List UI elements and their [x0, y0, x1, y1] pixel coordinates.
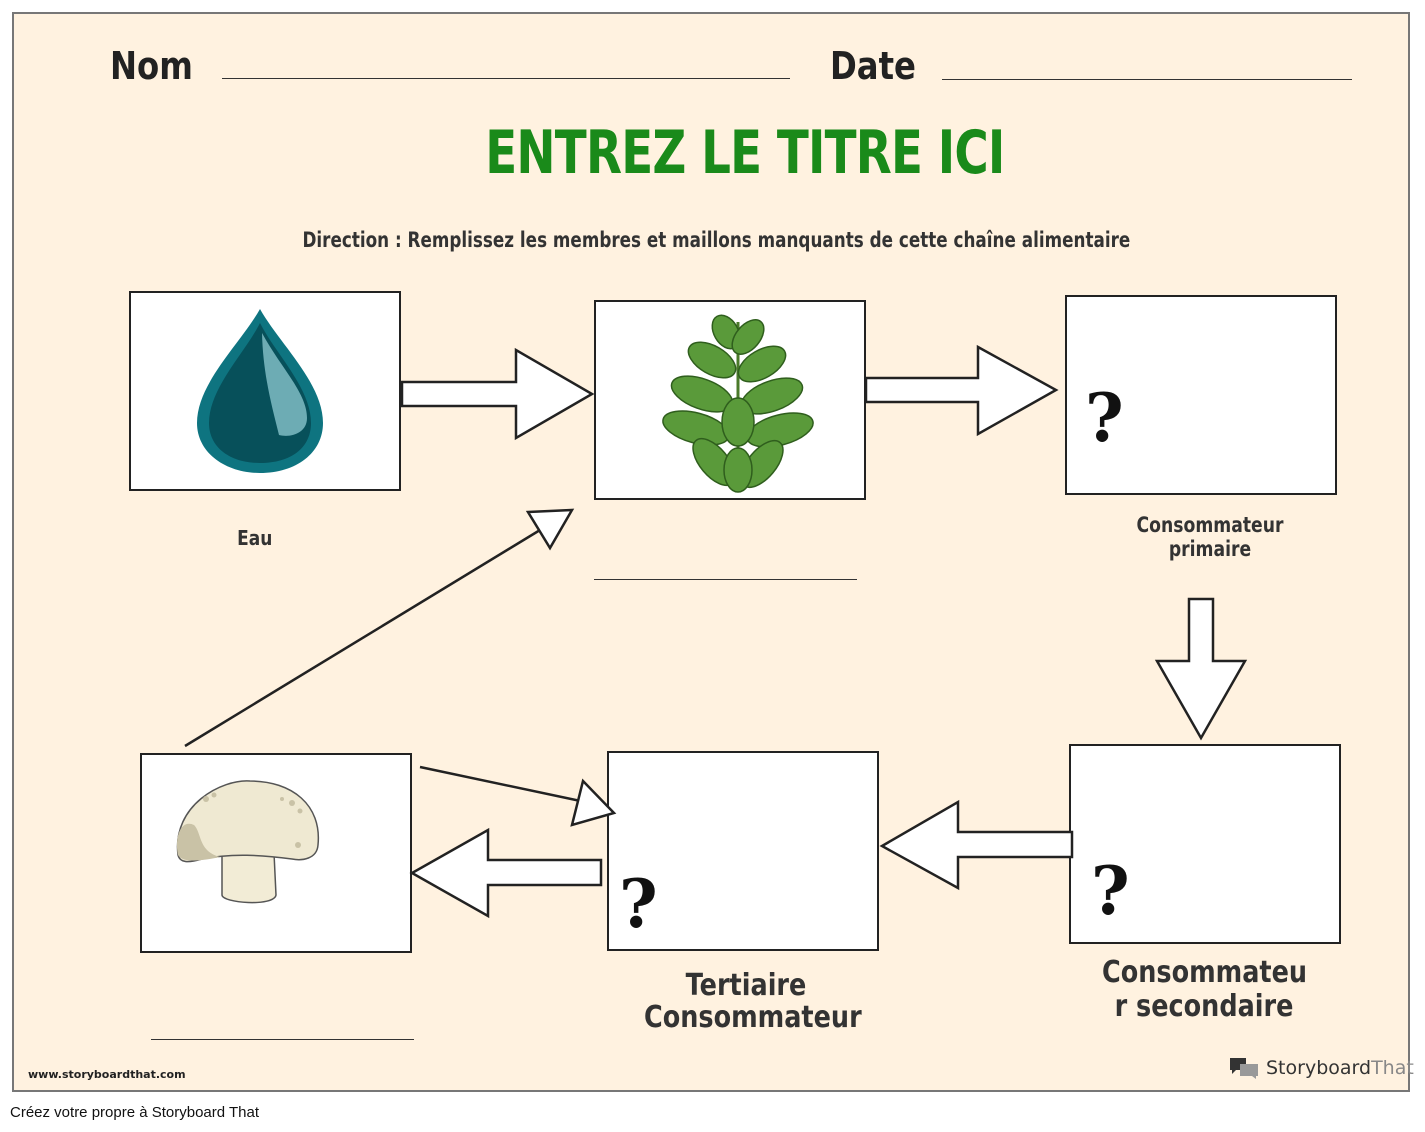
speech-bubbles-icon: [1230, 1058, 1258, 1079]
question-mark-icon: ?: [1085, 379, 1124, 457]
secondary-consumer-caption-line2: r secondaire: [1114, 989, 1294, 1024]
decomposer-card: [140, 753, 412, 953]
arrow-decomposer-to-tertiary-head: [570, 778, 617, 827]
primary-consumer-caption-line2: primaire: [1168, 537, 1252, 561]
water-caption: Eau: [205, 526, 305, 550]
name-field[interactable]: [222, 78, 790, 79]
brand-text: StoryboardThat: [1266, 1057, 1414, 1079]
direction-text-content: Direction : Remplissez les membres et ma…: [302, 228, 1130, 252]
arrow-decomposer-to-plant-head: [525, 508, 575, 551]
plant-answer-line[interactable]: [594, 579, 857, 580]
primary-consumer-caption: Consommateur primaire: [1110, 513, 1310, 561]
arrow-decomposer-to-tertiary-line: [419, 765, 591, 805]
question-mark-icon: ?: [619, 865, 658, 943]
plant-card: [594, 300, 866, 500]
date-field[interactable]: [942, 79, 1352, 80]
tertiary-consumer-caption-line2: Consommateur: [644, 1000, 862, 1035]
tertiary-consumer-caption-line1: Tertiaire: [685, 968, 807, 1003]
arrow-water-to-plant: [400, 347, 595, 441]
page-title-text: ENTREZ LE TITRE ICI: [485, 118, 1005, 188]
secondary-consumer-caption-line1: Consommateu: [1102, 955, 1308, 990]
direction-text: Direction : Remplissez les membres et ma…: [0, 228, 1425, 252]
arrow-tertiary-to-decomposer: [409, 827, 603, 919]
brand-that: That: [1371, 1057, 1414, 1079]
tertiary-consumer-caption: Tertiaire Consommateur: [626, 970, 866, 1034]
mushroom-icon: [176, 780, 320, 904]
primary-consumer-caption-line1: Consommateur: [1136, 513, 1284, 537]
decomposer-answer-line[interactable]: [151, 1039, 414, 1040]
storyboardthat-logo[interactable]: StoryboardThat: [1228, 1056, 1414, 1080]
secondary-consumer-caption: Consommateu r secondaire: [1084, 956, 1324, 1024]
water-caption-text: Eau: [237, 526, 273, 550]
arrow-secondary-to-tertiary: [879, 799, 1074, 891]
primary-consumer-card[interactable]: ?: [1065, 295, 1337, 495]
name-label: Nom: [110, 44, 193, 88]
arrow-decomposer-to-plant-line: [184, 525, 546, 748]
water-card: [129, 291, 401, 491]
water-drop-icon: [197, 309, 323, 473]
page-title: ENTREZ LE TITRE ICI: [0, 118, 1425, 188]
secondary-consumer-card[interactable]: ?: [1069, 744, 1341, 944]
date-label: Date: [830, 44, 916, 88]
arrow-plant-to-primary: [864, 344, 1059, 437]
plant-leaves-icon: [662, 314, 814, 493]
tertiary-consumer-card[interactable]: ?: [607, 751, 879, 951]
arrow-primary-to-secondary: [1154, 597, 1248, 741]
storyboardthat-url[interactable]: www.storyboardthat.com: [28, 1068, 186, 1081]
create-your-own-link[interactable]: Créez votre propre à Storyboard That: [10, 1104, 260, 1121]
question-mark-icon: ?: [1091, 852, 1130, 930]
brand-main: Storyboard: [1266, 1057, 1372, 1079]
